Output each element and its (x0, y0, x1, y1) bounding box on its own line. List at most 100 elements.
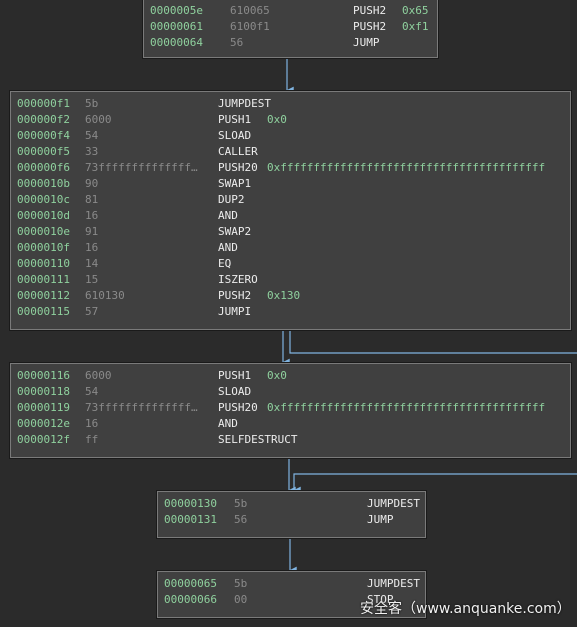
instruction-bytes: 5b (85, 97, 99, 110)
instruction-bytes: 56 (230, 36, 244, 49)
instruction-opcode: JUMPDEST (367, 497, 420, 510)
instruction-bytes: 16 (85, 417, 99, 430)
instruction-bytes: 54 (85, 385, 99, 398)
instruction-opcode: SLOAD (218, 129, 252, 142)
instruction-opcode: PUSH2 (353, 20, 387, 33)
instruction-address: 0000010e (17, 225, 70, 238)
instruction-address: 000000f5 (17, 145, 70, 158)
instruction-row[interactable]: 00000064 56 JUMP (144, 35, 437, 51)
instruction-bytes: 54 (85, 129, 99, 142)
instruction-bytes: 57 (85, 305, 99, 318)
instruction-bytes: 73ffffffffffffff… (85, 401, 198, 414)
instruction-address: 00000061 (150, 20, 203, 33)
instruction-operand: 0xffffffffffffffffffffffffffffffffffffff… (267, 401, 546, 414)
instruction-opcode: JUMPDEST (367, 577, 420, 590)
instruction-opcode: AND (218, 241, 238, 254)
instruction-bytes: 56 (234, 513, 248, 526)
instruction-bytes: 610130 (85, 289, 125, 302)
instruction-address: 000000f6 (17, 161, 70, 174)
instruction-opcode: JUMP (353, 36, 380, 49)
instruction-address: 0000010b (17, 177, 70, 190)
instruction-address: 0000012e (17, 417, 70, 430)
instruction-operand: 0xffffffffffffffffffffffffffffffffffffff… (267, 161, 546, 174)
instruction-operand: 0xf1 (402, 20, 429, 33)
instruction-opcode: JUMPI (218, 305, 252, 318)
instruction-row[interactable]: 00000116 6000 PUSH1 0x0 (11, 368, 570, 384)
instruction-opcode: PUSH20 (218, 161, 258, 174)
instruction-operand: 0x130 (267, 289, 301, 302)
instruction-address: 00000115 (17, 305, 70, 318)
instruction-address: 00000111 (17, 273, 70, 286)
instruction-bytes: 16 (85, 241, 99, 254)
instruction-row[interactable]: 000000f5 33 CALLER (11, 144, 570, 160)
instruction-bytes: 6000 (85, 369, 112, 382)
instruction-address: 00000065 (164, 577, 217, 590)
instruction-address: 00000130 (164, 497, 217, 510)
edge-branch-return-to-block4 (293, 473, 577, 494)
instruction-bytes: 5b (234, 497, 248, 510)
instruction-address: 00000116 (17, 369, 70, 382)
instruction-bytes: 73ffffffffffffff… (85, 161, 198, 174)
instruction-row[interactable]: 00000065 5b JUMPDEST (158, 576, 425, 592)
instruction-address: 00000131 (164, 513, 217, 526)
instruction-opcode: SLOAD (218, 385, 252, 398)
instruction-bytes: 33 (85, 145, 99, 158)
instruction-bytes: 6000 (85, 113, 112, 126)
instruction-opcode: EQ (218, 257, 232, 270)
instruction-bytes: 81 (85, 193, 99, 206)
instruction-opcode: CALLER (218, 145, 258, 158)
instruction-opcode: PUSH1 (218, 369, 252, 382)
instruction-row[interactable]: 00000115 57 JUMPI (11, 304, 570, 320)
instruction-bytes: 5b (234, 577, 248, 590)
instruction-row[interactable]: 000000f1 5b JUMPDEST (11, 96, 570, 112)
instruction-bytes: 90 (85, 177, 99, 190)
instruction-address: 00000064 (150, 36, 203, 49)
instruction-address: 000000f1 (17, 97, 70, 110)
instruction-opcode: JUMPDEST (218, 97, 271, 110)
instruction-opcode: PUSH2 (218, 289, 252, 302)
instruction-row[interactable]: 00000061 6100f1 PUSH2 0xf1 (144, 19, 437, 35)
watermark: 安全客（www.anquanke.com） (360, 601, 571, 617)
instruction-address: 0000012f (17, 433, 70, 446)
instruction-opcode: DUP2 (218, 193, 245, 206)
instruction-opcode: AND (218, 209, 238, 222)
instruction-address: 00000066 (164, 593, 217, 606)
instruction-opcode: SELFDESTRUCT (218, 433, 298, 446)
instruction-bytes: 16 (85, 209, 99, 222)
instruction-opcode: PUSH1 (218, 113, 252, 126)
instruction-row[interactable]: 000000f6 73ffffffffffffff… PUSH20 0xfffffff… (11, 160, 570, 176)
instruction-operand: 0x0 (267, 369, 287, 382)
instruction-address: 00000119 (17, 401, 70, 414)
instruction-row[interactable]: 00000119 73ffffffffffffff… PUSH20 0xfffffff… (11, 400, 570, 416)
instruction-opcode: PUSH20 (218, 401, 258, 414)
edge-block2-branch-to-block4 (289, 330, 577, 354)
instruction-bytes: 6100f1 (230, 20, 270, 33)
instruction-row[interactable]: 00000130 5b JUMPDEST (158, 496, 425, 512)
instruction-opcode: ISZERO (218, 273, 258, 286)
instruction-opcode: STOP (367, 593, 394, 606)
instruction-bytes: 14 (85, 257, 99, 270)
